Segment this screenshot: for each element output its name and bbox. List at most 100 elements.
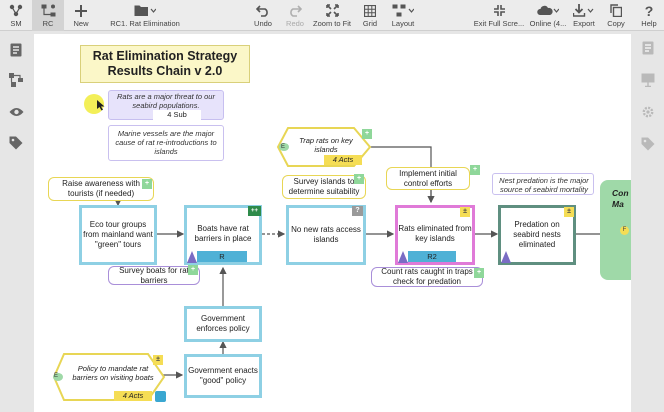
download-icon — [573, 2, 595, 19]
grid-button[interactable]: Grid — [360, 0, 380, 31]
new-label: New — [73, 19, 89, 28]
layout-icon — [392, 2, 414, 19]
result-boats-barriers-text: Boats have rat barriers in place — [194, 224, 252, 243]
grid-label: Grid — [362, 19, 378, 28]
rc-label: RC — [42, 19, 54, 28]
settings-icon[interactable] — [640, 104, 656, 120]
strength-badge[interactable]: ++ — [248, 206, 261, 216]
right-sidebar — [632, 32, 664, 412]
toolbar: SM RC New RC1. Rat Elimination Undo — [0, 0, 664, 31]
policy-indicator — [155, 391, 166, 402]
diagram-title[interactable]: Rat Elimination Strategy Results Chain v… — [80, 45, 250, 83]
tag-icon[interactable] — [640, 136, 656, 152]
unknown-badge[interactable]: ? — [352, 206, 363, 216]
tag-icon[interactable] — [8, 135, 24, 151]
purple-triangle-icon — [398, 250, 408, 268]
strategy-count-rats[interactable]: Count rats caught in traps check for pre… — [371, 267, 483, 287]
document-icon[interactable] — [640, 40, 656, 56]
add-badge[interactable]: + — [474, 268, 484, 278]
sm-tab[interactable]: SM — [2, 0, 30, 31]
strategic-model-icon — [9, 2, 23, 19]
strategy-raise-awareness-text: Raise awareness with tourists (if needed… — [62, 179, 140, 198]
layout-label: Layout — [391, 19, 415, 28]
eliminated-tag: R2 — [408, 251, 456, 262]
add-badge[interactable]: + — [188, 265, 198, 275]
trap-acts-count[interactable]: 4 Acts — [324, 155, 362, 165]
export-button[interactable]: Export — [571, 0, 597, 31]
nest-note[interactable]: Nest predation is the major source of se… — [492, 173, 594, 195]
strategy-raise-awareness[interactable]: Raise awareness with tourists (if needed… — [48, 177, 154, 201]
strategy-trap-text: Trap rats on key islands — [299, 136, 353, 154]
presentation-icon[interactable] — [640, 72, 656, 88]
diagram-canvas[interactable]: Rat Elimination Strategy Results Chain v… — [34, 34, 631, 412]
online-label: Online (4... — [529, 19, 567, 28]
document-selector[interactable]: RC1. Rat Elimination — [110, 0, 180, 31]
document-icon[interactable] — [8, 42, 24, 58]
exit-label: Exit Full Scre... — [473, 19, 525, 28]
strategy-survey-boats[interactable]: Survey boats for rat barriers — [108, 266, 200, 285]
redo-label: Redo — [286, 19, 304, 28]
exit-fullscreen-button[interactable]: Exit Full Scre... — [473, 0, 525, 31]
target-marker-icon: F — [620, 226, 629, 235]
strategy-survey-islands-text: Survey islands to determine suitability — [288, 177, 360, 196]
marine-note-text: Marine vessels are the major cause of ra… — [115, 129, 217, 156]
strategy-survey-islands[interactable]: Survey islands to determine suitability — [282, 175, 366, 199]
exit-fullscreen-icon — [493, 2, 506, 19]
strategy-survey-boats-text: Survey boats for rat barriers — [119, 265, 189, 285]
add-badge[interactable]: + — [470, 165, 480, 175]
copy-button[interactable]: Copy — [605, 0, 627, 31]
target-conservation[interactable]: Con Ma F — [600, 180, 631, 280]
new-button[interactable]: New — [68, 0, 94, 31]
left-sidebar — [0, 32, 32, 412]
priority-badge[interactable]: ± — [153, 355, 163, 365]
objective-marker-icon: E — [54, 373, 59, 379]
undo-icon — [256, 2, 270, 19]
grid-icon — [364, 2, 376, 19]
results-chain-icon — [41, 2, 56, 19]
zoom-to-fit-button[interactable]: Zoom to Fit — [312, 0, 352, 31]
result-gov-enforces[interactable]: Government enforces policy — [184, 306, 262, 342]
copy-label: Copy — [607, 19, 625, 28]
result-gov-enacts-text: Government enacts "good" policy — [188, 366, 258, 385]
boats-tag: R — [197, 251, 247, 262]
redo-button[interactable]: Redo — [284, 0, 306, 31]
nest-note-text: Nest predation is the major source of se… — [499, 176, 589, 194]
document-name: RC1. Rat Elimination — [110, 19, 180, 28]
add-badge[interactable]: + — [142, 179, 152, 189]
add-badge[interactable]: + — [354, 174, 364, 184]
network-icon[interactable] — [8, 72, 24, 88]
highlight-dot — [84, 94, 104, 114]
result-no-new-rats[interactable]: No new rats access islands — [286, 205, 366, 265]
layout-button[interactable]: Layout — [388, 0, 418, 31]
add-badge[interactable]: + — [362, 129, 372, 139]
sm-label: SM — [10, 19, 22, 28]
threat-note[interactable]: Rats are a major threat to our seabird p… — [108, 90, 224, 120]
purple-triangle-icon — [187, 250, 197, 268]
cloud-icon — [537, 2, 559, 19]
zoom-fit-icon — [325, 2, 339, 19]
result-eco-tour[interactable]: Eco tour groups from mainland want "gree… — [79, 205, 157, 265]
zoom-label: Zoom to Fit — [313, 19, 351, 28]
help-button[interactable]: ? Help — [639, 0, 659, 31]
result-eco-tour-text: Eco tour groups from mainland want "gree… — [83, 220, 153, 249]
strategy-policy-text: Policy to mandate rat barriers on visiti… — [72, 364, 154, 382]
threat-note-text: Rats are a major threat to our seabird p… — [117, 92, 215, 110]
eye-icon[interactable] — [8, 104, 24, 120]
result-no-new-rats-text: No new rats access islands — [291, 225, 361, 244]
result-gov-enacts[interactable]: Government enacts "good" policy — [184, 354, 262, 398]
purple-triangle-icon — [501, 250, 511, 268]
priority-badge[interactable]: ± — [460, 207, 470, 217]
strategy-implement-control-text: Implement initial control efforts — [399, 168, 457, 188]
strategy-implement-control[interactable]: Implement initial control efforts — [386, 167, 470, 190]
rc-tab[interactable]: RC — [32, 0, 64, 31]
priority-badge[interactable]: ± — [564, 207, 574, 217]
export-label: Export — [573, 19, 595, 28]
undo-button[interactable]: Undo — [251, 0, 275, 31]
plus-icon — [75, 2, 87, 19]
copy-icon — [610, 2, 622, 19]
marine-note[interactable]: Marine vessels are the major cause of ra… — [108, 125, 224, 161]
policy-acts-count[interactable]: 4 Acts — [114, 391, 152, 401]
undo-label: Undo — [254, 19, 272, 28]
online-status-button[interactable]: Online (4... — [529, 0, 567, 31]
threat-predation[interactable]: Predation on seabird nests eliminated — [498, 205, 576, 265]
